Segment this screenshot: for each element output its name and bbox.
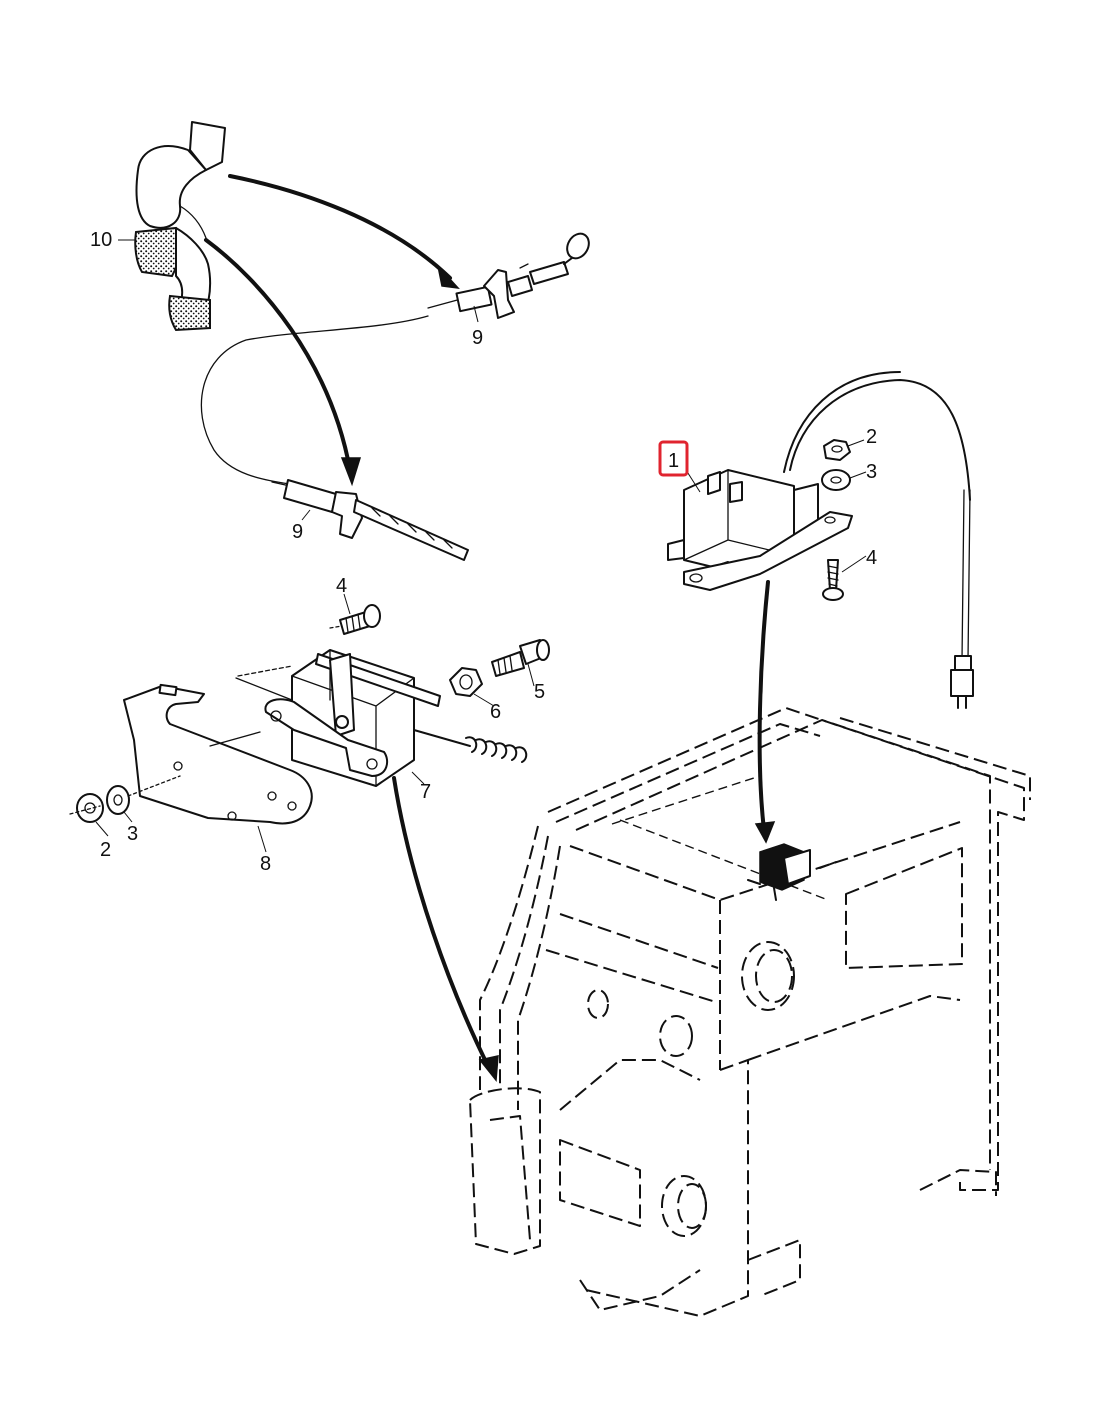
callout-5: 5	[534, 681, 545, 703]
switch-part-1	[667, 371, 971, 591]
arrow-head-lower	[340, 457, 362, 487]
callout-8: 8	[260, 853, 271, 875]
callout-6: 6	[490, 701, 501, 723]
washer-part-3-left	[106, 785, 130, 815]
screw-part-4-right	[822, 559, 844, 601]
nut-part-6	[449, 667, 483, 697]
leader-lines	[95, 239, 867, 853]
arrow-microswitch-to-box	[392, 776, 492, 1072]
cable-connecting-line	[200, 315, 429, 485]
nut-part-2-right	[823, 439, 851, 461]
callout-9-upper: 9	[472, 327, 483, 349]
callout-4-right: 4	[866, 547, 877, 569]
axis-line-left	[69, 775, 181, 815]
washer-part-3-right	[821, 469, 851, 491]
arrow-head-microswitch	[478, 1055, 499, 1082]
microswitch-part-7	[235, 649, 528, 787]
callout-3-left: 3	[127, 823, 138, 845]
cable-part-9-upper	[427, 232, 590, 319]
appliance-housing	[469, 707, 1031, 1317]
callout-2-right: 2	[866, 426, 877, 448]
arrow-head-upper	[436, 263, 460, 289]
callout-9-lower: 9	[292, 521, 303, 543]
sensor-probe	[950, 489, 974, 709]
arrow-clamp-to-upper-cable	[228, 174, 452, 280]
arrow-switch-to-box	[757, 580, 770, 832]
callout-numbers: 1 2 3 4 4 5 6 7 2 3 8 9 9 10	[90, 229, 877, 875]
bolt-part-5	[491, 639, 550, 677]
bracket-part-8	[123, 683, 313, 825]
callout-10: 10	[90, 229, 112, 251]
mounted-switch-on-housing	[747, 843, 837, 901]
housing-ports	[587, 941, 795, 1237]
callout-2-left: 2	[100, 839, 111, 861]
arrow-head-switch	[754, 821, 776, 844]
callout-1: 1	[668, 450, 679, 472]
callout-7: 7	[420, 781, 431, 803]
callout-3-right: 3	[866, 461, 877, 483]
clamp-part-10	[134, 121, 226, 332]
arrow-clamp-to-lower-cable	[204, 238, 352, 472]
highlight-box-callout-1	[658, 440, 689, 477]
callout-4-left: 4	[336, 575, 347, 597]
screw-part-4-left	[329, 604, 381, 635]
cable-part-9-lower	[271, 479, 469, 561]
